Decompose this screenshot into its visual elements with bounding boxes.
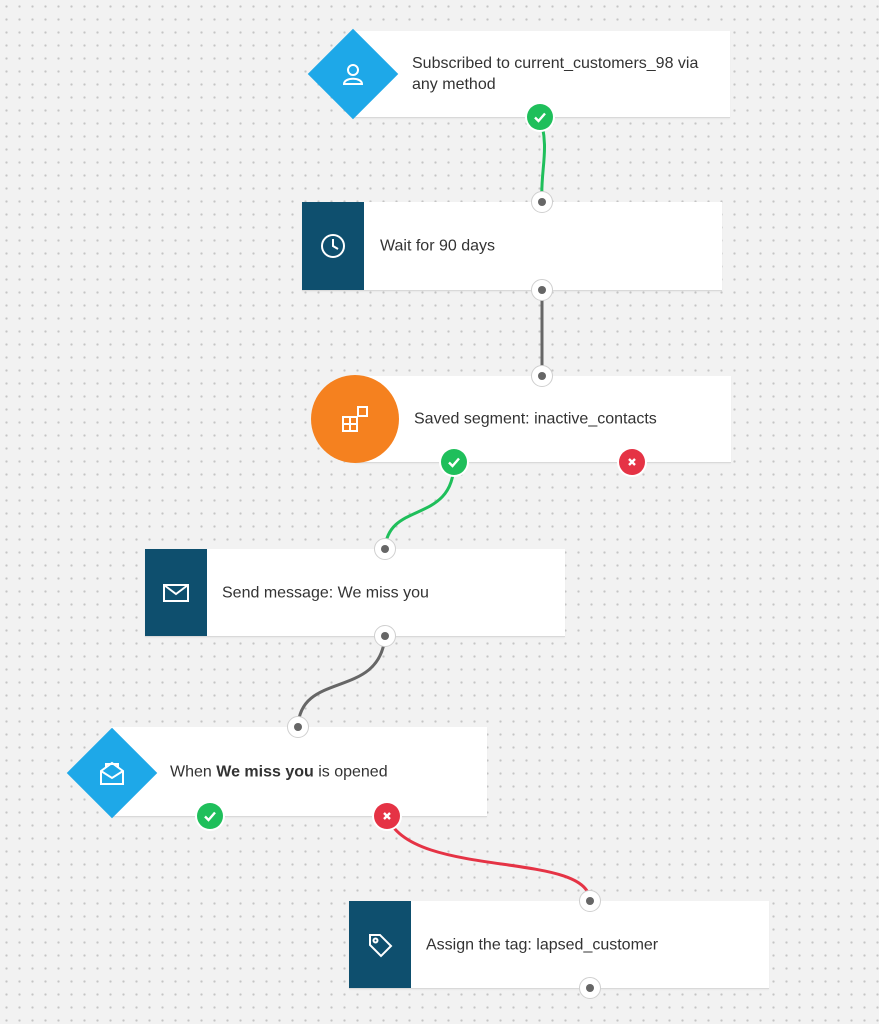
- segment-label: Saved segment: inactive_contacts: [414, 410, 657, 428]
- send-icon-box: [145, 549, 207, 636]
- open-envelope-icon: [98, 759, 126, 787]
- check-icon: [448, 457, 460, 468]
- opened-label-prefix: When: [170, 763, 217, 780]
- opened-diamond[interactable]: [66, 727, 158, 819]
- segment-yes-badge[interactable]: [441, 449, 467, 475]
- segment-icon: [342, 406, 368, 432]
- tag-label: Assign the tag: lapsed_customer: [426, 936, 659, 953]
- tag-icon: [369, 933, 393, 957]
- wait-label: Wait for 90 days: [380, 237, 496, 255]
- send-output-port[interactable]: [374, 625, 396, 647]
- segment-circle[interactable]: [311, 375, 399, 463]
- wait-node[interactable]: Wait for 90 days: [302, 202, 722, 291]
- check-icon: [534, 112, 546, 123]
- tag-node[interactable]: Assign the tag: lapsed_customer: [349, 901, 769, 989]
- opened-node[interactable]: When We miss you is opened: [111, 727, 487, 817]
- link-send-to-opened[interactable]: [296, 635, 387, 728]
- opened-yes-badge[interactable]: [197, 803, 223, 829]
- link-segment-to-send[interactable]: [383, 461, 456, 550]
- send-input-port[interactable]: [374, 538, 396, 560]
- trigger-label: Subscribed to current_customers_98 via a…: [412, 55, 699, 93]
- send-label: Send message: We miss you: [222, 584, 429, 601]
- segment-no-badge[interactable]: [619, 449, 645, 475]
- trigger-diamond[interactable]: [307, 28, 399, 120]
- link-opened-to-tag[interactable]: [385, 815, 592, 902]
- tag-output-port[interactable]: [579, 977, 601, 999]
- send-node[interactable]: Send message: We miss you: [145, 549, 565, 637]
- clock-icon: [321, 234, 345, 258]
- segment-input-port[interactable]: [531, 365, 553, 387]
- tag-input-port[interactable]: [579, 890, 601, 912]
- trigger-yes-badge[interactable]: [527, 104, 553, 130]
- opened-label-message: We miss you: [216, 763, 314, 780]
- x-icon: [628, 458, 636, 466]
- wait-icon-box: [302, 202, 364, 290]
- wait-output-port[interactable]: [531, 279, 553, 301]
- tag-icon-box: [349, 901, 411, 988]
- envelope-icon: [163, 583, 189, 602]
- check-icon: [204, 811, 216, 822]
- opened-input-port[interactable]: [287, 716, 309, 738]
- opened-label: When We miss you is opened: [170, 761, 388, 782]
- user-icon: [339, 60, 367, 88]
- x-icon: [383, 812, 391, 820]
- opened-label-suffix: is opened: [313, 763, 388, 780]
- wait-input-port[interactable]: [531, 191, 553, 213]
- opened-no-badge[interactable]: [374, 803, 400, 829]
- segment-node[interactable]: Saved segment: inactive_contacts: [355, 376, 731, 463]
